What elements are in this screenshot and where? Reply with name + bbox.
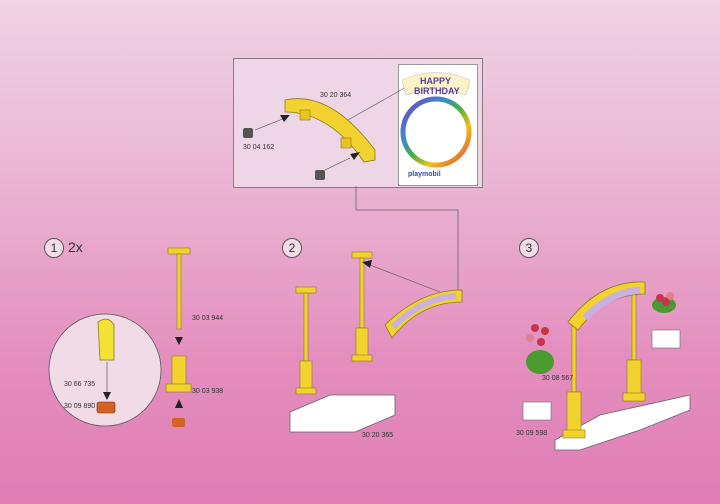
step-1-multiplier: 2x	[68, 239, 83, 255]
pole-part	[167, 247, 191, 255]
small-base-part	[172, 418, 185, 427]
step-3-number: 3	[519, 238, 539, 258]
part-number-lamp-base: 30 09 890	[64, 403, 96, 410]
part-number-arch: 30 20 364	[320, 92, 352, 99]
part-number-lamp: 30 66 735	[64, 381, 96, 388]
gate-platform	[554, 394, 691, 451]
part-number-planter: 30 09 598	[516, 430, 548, 437]
plant-left	[526, 350, 554, 374]
arch-with-banner	[384, 289, 463, 339]
part-number-platform: 30 20 365	[362, 432, 394, 439]
detail-circle	[48, 313, 162, 427]
part-number-flowers: 30 08 567	[542, 375, 574, 382]
lamp-post-left	[295, 286, 317, 395]
part-number-pole: 30 03 944	[192, 315, 224, 322]
part-number-clip: 30 04 162	[243, 144, 275, 151]
planter-right	[651, 329, 681, 349]
arch-part	[284, 98, 376, 163]
lamp-base-part	[96, 401, 116, 414]
sticker-happy: HAPPY	[420, 76, 451, 86]
lamp-part	[97, 318, 115, 361]
step-1-number: 1	[44, 238, 64, 258]
clip-part	[315, 170, 325, 180]
sticker-birthday: BIRTHDAY	[414, 86, 460, 96]
lamp-post-right	[351, 251, 373, 362]
rainbow-ring	[400, 96, 472, 168]
part-number-base: 30 03 938	[192, 388, 224, 395]
platform-part	[289, 394, 396, 433]
gate-posts	[562, 289, 646, 439]
planter-left	[522, 401, 552, 421]
leader-line	[347, 85, 409, 121]
clip-part	[243, 128, 253, 138]
base-part	[171, 355, 187, 387]
step-2-number: 2	[282, 238, 302, 258]
connector-line	[355, 186, 459, 290]
playmobil-logo: playmobil	[408, 171, 441, 178]
